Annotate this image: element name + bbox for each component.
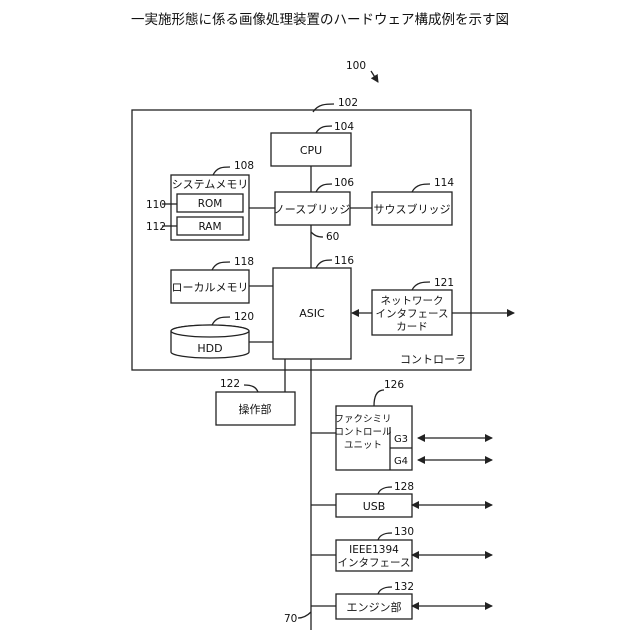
ref-ieee: 130 (394, 526, 414, 538)
nic-label-line3: カード (396, 321, 428, 333)
engine-label: エンジン部 (347, 600, 402, 614)
ref-asic: 116 (334, 255, 354, 267)
hdd-label: HDD (197, 342, 222, 355)
ref-bus-70-leader (298, 612, 311, 618)
cpu-label: CPU (300, 144, 322, 157)
northbridge-label: ノースブリッジ (274, 202, 350, 216)
ref-usb: 128 (394, 481, 414, 493)
ref-nic: 121 (434, 277, 454, 289)
ref-fax-leader (374, 390, 384, 406)
ref-ieee-leader (378, 533, 392, 540)
ref-engine: 132 (394, 581, 414, 593)
ref-rom: 110 (146, 199, 166, 211)
usb-label: USB (363, 500, 386, 513)
ref-ram: 112 (146, 221, 166, 233)
g4-label: G4 (394, 456, 408, 467)
ref-bus-70: 70 (284, 613, 297, 625)
ram-label: RAM (198, 221, 221, 233)
ref-fax: 126 (384, 379, 404, 391)
fax-label-line1: ファクシミリ (334, 414, 391, 425)
ref-device: 100 (346, 60, 366, 72)
ref-operation-leader (244, 385, 258, 392)
ref-bus-60: 60 (326, 231, 339, 243)
ref-hdd: 120 (234, 311, 254, 323)
ieee-label-line2: インタフェース (338, 557, 411, 569)
southbridge-label: サウスブリッジ (374, 202, 451, 216)
operation-label: 操作部 (239, 402, 272, 416)
fax-label-line3: ユニット (344, 440, 382, 451)
fax-label-line2: コントロール (334, 427, 392, 438)
diagram-title: 一実施形態に係る画像処理装置のハードウェア構成例を示す図 (131, 12, 509, 28)
ref-system-memory: 108 (234, 160, 254, 172)
system-memory-label: システムメモリ (172, 178, 249, 191)
ref-operation: 122 (220, 378, 240, 390)
device-ref-arrow (371, 71, 378, 82)
g3-label: G3 (394, 434, 408, 445)
ref-engine-leader (378, 587, 392, 594)
asic-label: ASIC (299, 307, 325, 320)
nic-label-line1: ネットワーク (381, 295, 444, 307)
ref-usb-leader (378, 487, 392, 494)
ref-cpu: 104 (334, 121, 354, 133)
nic-label-line2: インタフェース (376, 308, 449, 320)
ref-local-memory: 118 (234, 256, 254, 268)
ref-northbridge: 106 (334, 177, 354, 189)
controller-label: コントローラ (400, 353, 466, 366)
local-memory-label: ローカルメモリ (172, 281, 249, 294)
ieee-label-line1: IEEE1394 (349, 544, 399, 556)
ref-southbridge: 114 (434, 177, 454, 189)
ref-controller: 102 (338, 97, 358, 109)
rom-label: ROM (198, 198, 223, 210)
